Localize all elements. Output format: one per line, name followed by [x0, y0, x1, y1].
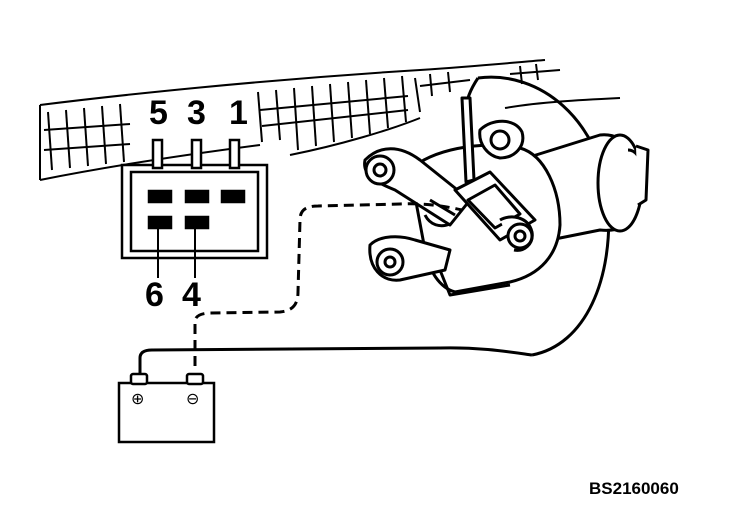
solid-positive-wire	[138, 346, 533, 374]
battery	[117, 372, 216, 444]
dashed-jumper-wire	[193, 202, 463, 366]
figure-code: BS2160060	[589, 479, 679, 498]
pin-label-1: 1	[229, 94, 248, 132]
negative-terminal-symbol: ⊖	[186, 389, 199, 408]
positive-post	[129, 372, 149, 386]
pin-lead-1	[228, 138, 241, 170]
cowl-panel	[39, 59, 621, 181]
mount-bushing-top	[489, 129, 511, 151]
terminal-3	[184, 189, 210, 204]
wiper-motor	[363, 75, 650, 357]
positive-terminal-symbol: ⊕	[131, 389, 144, 408]
terminal-6	[147, 215, 173, 230]
connector-diagram	[120, 138, 269, 278]
negative-post	[185, 372, 205, 386]
pin-lead-5	[151, 138, 164, 170]
terminal-4	[184, 215, 210, 230]
pin-label-4: 4	[182, 276, 201, 314]
battery-case	[117, 381, 216, 444]
pin-label-5: 5	[149, 94, 168, 132]
pin-label-6: 6	[145, 276, 164, 314]
pin-lead-3	[190, 138, 203, 170]
terminal-5	[147, 189, 173, 204]
pin-label-3: 3	[187, 94, 206, 132]
terminal-1	[220, 189, 246, 204]
test-wiring	[138, 202, 533, 374]
